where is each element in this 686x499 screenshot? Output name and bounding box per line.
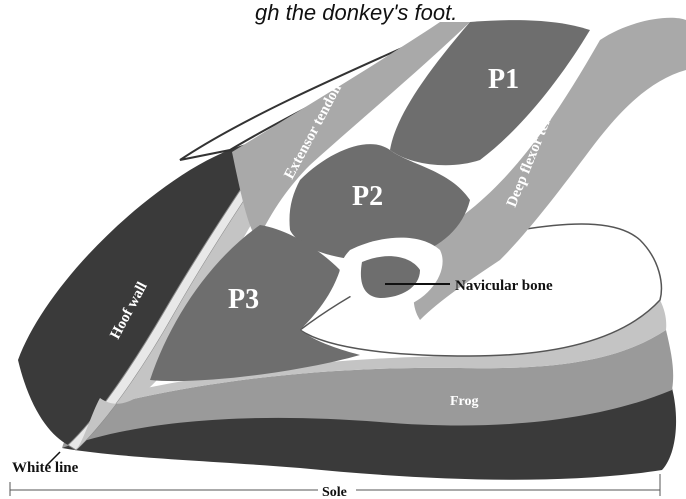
label-p3: P3 <box>228 284 259 315</box>
label-p2: P2 <box>352 181 383 212</box>
label-frog: Frog <box>450 394 479 409</box>
label-p1: P1 <box>488 64 519 95</box>
label-white-line: White line <box>12 460 79 476</box>
label-sole: Sole <box>322 485 347 499</box>
caption-text: gh the donkey's foot. <box>255 0 457 25</box>
label-navicular-bone: Navicular bone <box>455 278 553 294</box>
